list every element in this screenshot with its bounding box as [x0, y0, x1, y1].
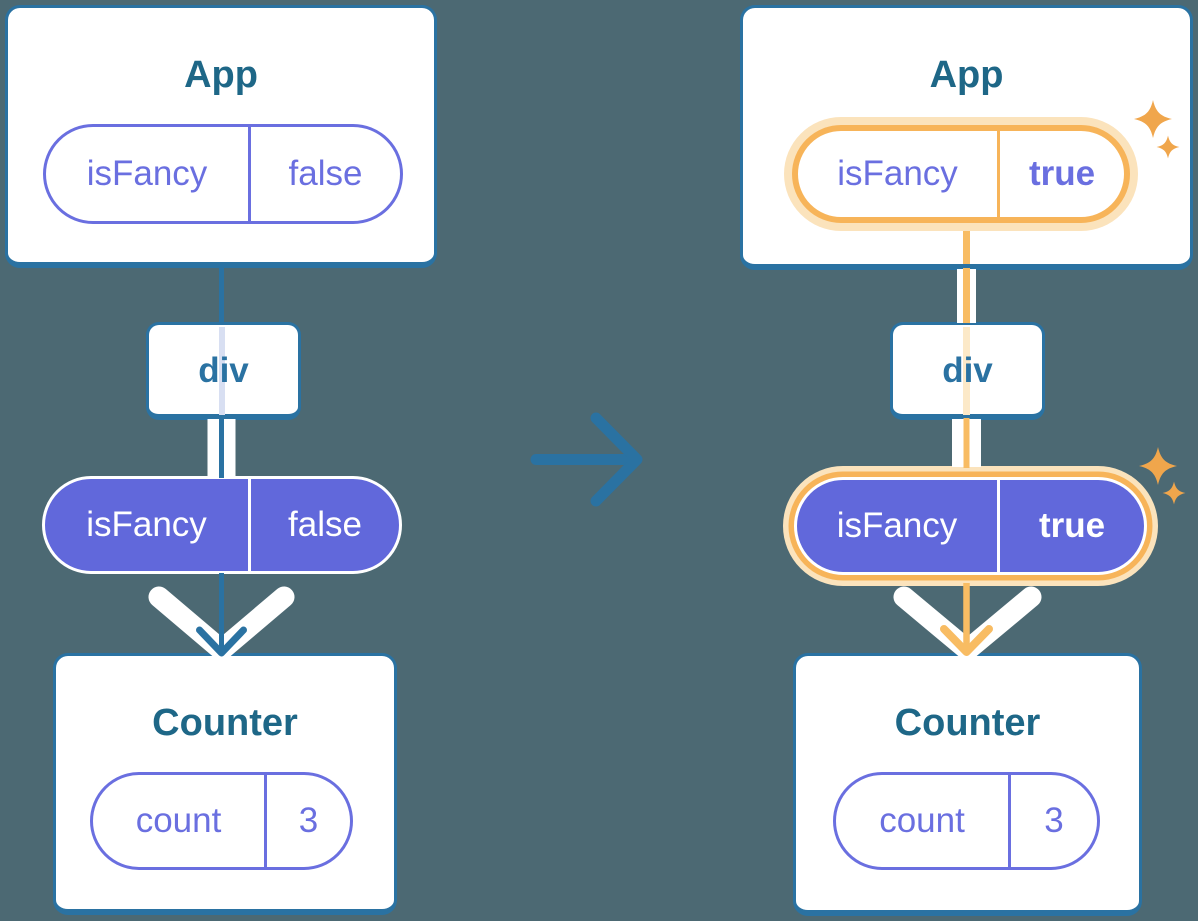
app-prop-pill: isFancy false — [43, 124, 403, 224]
state-value: 3 — [264, 775, 350, 867]
state-pass-line — [219, 327, 225, 415]
app-title: App — [184, 54, 258, 96]
counter-state-pill: count 3 — [833, 772, 1100, 870]
counter-state-pill: count 3 — [90, 772, 353, 870]
app-prop-pill-highlighted: isFancy true — [792, 125, 1130, 223]
prop-name: isFancy — [837, 154, 958, 193]
prop-value: true — [997, 131, 1124, 217]
state-name: count — [879, 801, 965, 840]
down-chevron-arrow-icon — [148, 586, 295, 661]
prop-value: false — [248, 479, 399, 571]
prop-name: isFancy — [836, 506, 958, 545]
state-value: 3 — [1008, 775, 1097, 867]
sparkles-icon — [1139, 447, 1186, 505]
arrowhead-icon — [196, 626, 247, 657]
div-label: div — [942, 351, 993, 390]
prop-pass-line — [963, 205, 970, 264]
counter-title: Counter — [152, 702, 298, 744]
down-chevron-arrow-icon — [893, 586, 1042, 661]
div-label: div — [198, 351, 249, 390]
prop-name: isFancy — [86, 505, 207, 544]
counter-title: Counter — [894, 702, 1041, 744]
app-title: App — [929, 54, 1004, 96]
state-name: count — [135, 801, 222, 840]
prop-value: true — [997, 480, 1144, 572]
prop-pass-line — [963, 327, 970, 415]
arrowhead-icon — [940, 625, 993, 656]
right-arrow-icon — [530, 412, 643, 507]
passed-prop-pill-highlighted: isFancy true — [794, 477, 1147, 575]
passed-prop-pill: isFancy false — [42, 476, 402, 574]
prop-name: isFancy — [86, 154, 208, 193]
prop-value: false — [248, 127, 400, 221]
